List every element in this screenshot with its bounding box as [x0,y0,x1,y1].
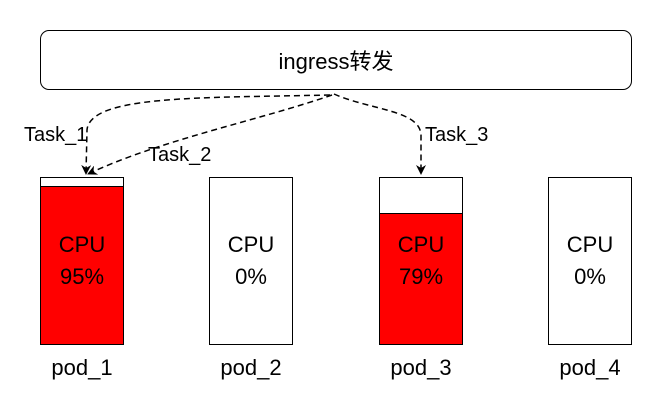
pod-2-box: CPU 0% [209,177,293,345]
pod-2-cpu-value: 0% [235,264,267,289]
pod-1-cpu-fill [41,186,123,344]
task-2-arrow [87,94,333,175]
pod-3-cpu-value: 79% [398,264,444,289]
pod-3-cpu-fill [380,212,462,344]
task-3-arrow [333,93,426,175]
pod-1-name: pod_1 [51,355,113,380]
task-2-label: Task_2 [148,144,212,166]
task-1-label: Task_1 [24,124,88,146]
ingress-label: ingress转发 [278,49,394,74]
pod-1-box: CPU 95% [40,177,124,345]
task-1-arrow [81,94,331,175]
pod-1-cpu-label: CPU [58,232,106,257]
pod-4-name: pod_4 [559,355,621,380]
pod-4-cpu-label: CPU [566,232,614,257]
pod-3-cpu-label: CPU [397,232,445,257]
pod-1-cpu-value: 95% [59,264,105,289]
pod-3-box: CPU 79% [379,177,463,345]
task-3-label: Task_3 [425,124,489,146]
pod-2-cpu-label: CPU [227,232,275,257]
pod-3-name: pod_3 [390,355,452,380]
ingress-box: ingress转发 [40,30,632,90]
pod-4-box: CPU 0% [548,177,632,345]
pod-4-cpu-value: 0% [574,264,606,289]
pod-2-name: pod_2 [220,355,282,380]
